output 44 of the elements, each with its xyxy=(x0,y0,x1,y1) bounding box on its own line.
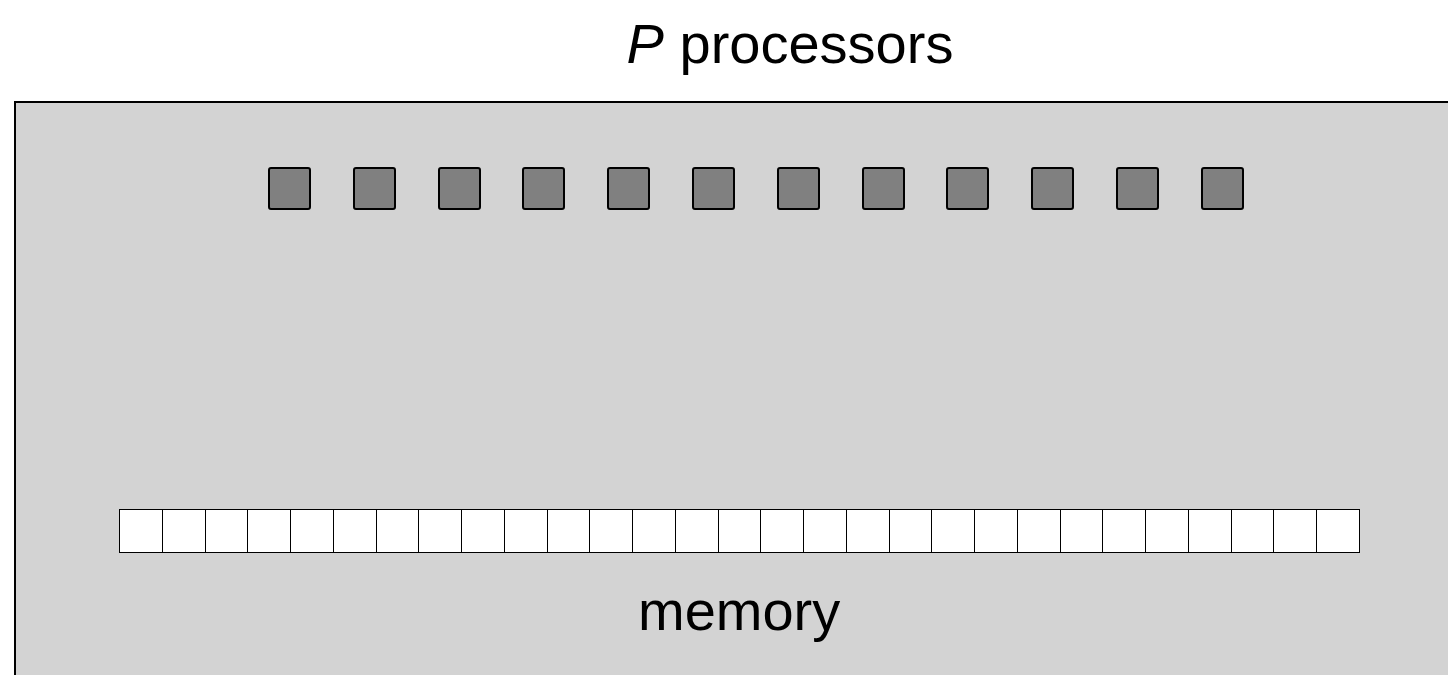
memory-cell xyxy=(931,509,976,553)
memory-label: memory xyxy=(638,579,841,643)
heading: P processors xyxy=(626,12,954,75)
memory-cell xyxy=(418,509,463,553)
memory-cell xyxy=(1145,509,1190,553)
memory-cell xyxy=(674,509,720,553)
memory-cell xyxy=(1059,509,1104,553)
processor-box xyxy=(692,167,735,210)
memory-cell xyxy=(632,509,677,553)
memory-cell xyxy=(1230,509,1275,553)
processor-box xyxy=(776,167,820,210)
memory-cell xyxy=(888,509,933,553)
processor-box xyxy=(522,167,566,210)
memory-cell xyxy=(119,509,164,553)
memory-cell xyxy=(546,509,591,553)
memory-cell xyxy=(290,509,335,553)
memory-cell xyxy=(717,509,762,553)
memory-cell xyxy=(204,509,249,553)
processor-box xyxy=(1116,167,1159,210)
memory-cell xyxy=(1102,509,1147,553)
processor-box xyxy=(1200,167,1244,210)
memory-cell xyxy=(247,509,292,553)
processor-box xyxy=(946,167,990,210)
processor-box xyxy=(352,167,396,210)
memory-cell xyxy=(974,509,1019,553)
memory-cell xyxy=(1316,509,1361,553)
memory-cell xyxy=(161,509,206,553)
memory-cell xyxy=(1016,509,1062,553)
processor-box xyxy=(607,167,651,210)
memory-cell xyxy=(461,509,506,553)
processor-box xyxy=(1031,167,1075,210)
processor-box xyxy=(437,167,481,210)
memory-cell xyxy=(589,509,634,553)
processor-box xyxy=(861,167,905,210)
memory-cell xyxy=(375,509,420,553)
memory-cell xyxy=(1187,509,1233,553)
machine-panel xyxy=(14,101,1448,675)
memory-cell xyxy=(503,509,549,553)
processor-box xyxy=(268,167,311,210)
memory-cell xyxy=(845,509,891,553)
memory-cell xyxy=(332,509,378,553)
memory-cell xyxy=(1273,509,1318,553)
memory-cell xyxy=(803,509,848,553)
memory-cell xyxy=(760,509,805,553)
